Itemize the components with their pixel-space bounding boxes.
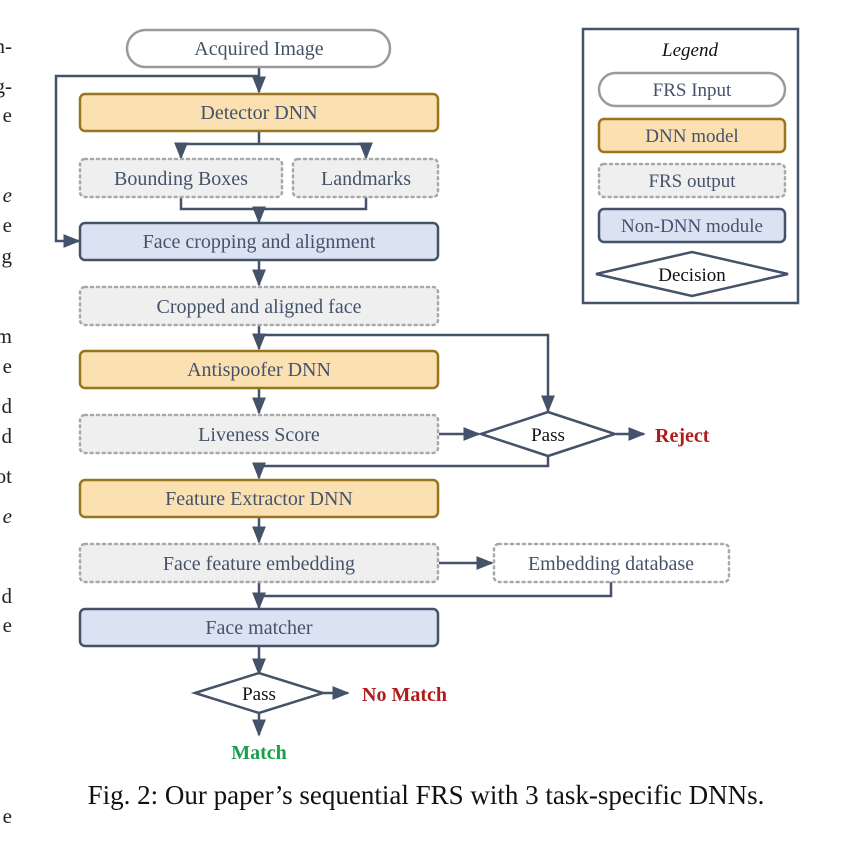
legend-frs-input: FRS Input	[597, 71, 787, 108]
bounding-boxes-label: Bounding Boxes	[114, 168, 248, 190]
left-text-fragment: e	[2, 504, 12, 528]
face-matcher-label: Face matcher	[205, 617, 312, 639]
node-liveness-score: Liveness Score	[78, 413, 440, 455]
legend-title: Legend	[661, 40, 718, 61]
node-face-cropping: Face cropping and alignment	[78, 221, 440, 262]
legend-frs-input-label: FRS Input	[653, 80, 732, 101]
left-text-fragment: e	[2, 183, 12, 207]
node-bounding-boxes: Bounding Boxes	[78, 157, 284, 199]
edge-outputs-merge	[179, 197, 368, 222]
left-text-fragment: e	[2, 804, 12, 828]
legend: Legend FRS Input DNN model FRS output No…	[581, 27, 800, 305]
left-text-fragment: d	[1, 584, 13, 608]
left-text-fragment: n-	[0, 34, 12, 58]
legend-decision-label: Decision	[658, 265, 726, 286]
left-text-fragment: m	[0, 324, 12, 348]
pass-2-label: Pass	[242, 684, 276, 705]
edge-database-to-face-matcher	[259, 582, 613, 598]
node-landmarks: Landmarks	[291, 157, 440, 199]
feature-extractor-dnn-label: Feature Extractor DNN	[165, 488, 353, 510]
legend-frs-output-label: FRS output	[648, 171, 736, 192]
figure-caption: Fig. 2: Our paper’s sequential FRS with …	[87, 780, 765, 810]
embedding-database-label: Embedding database	[528, 553, 694, 575]
node-antispoofer-dnn: Antispoofer DNN	[78, 349, 440, 390]
landmarks-label: Landmarks	[321, 168, 411, 190]
connector-lines	[54, 67, 646, 737]
edge-loop-to-face-cropping	[54, 74, 259, 248]
left-text-fragment: g-	[0, 74, 12, 98]
left-text-fragment: d	[1, 424, 13, 448]
node-detector-dnn: Detector DNN	[78, 92, 440, 133]
node-acquired-image: Acquired Image	[125, 28, 392, 69]
no-match-label: No Match	[362, 684, 447, 706]
liveness-score-label: Liveness Score	[198, 424, 320, 446]
edge-pass-1-to-feature-extractor	[252, 456, 550, 480]
decision-pass-antispoof: Pass	[476, 410, 620, 458]
legend-dnn-model: DNN model	[597, 117, 787, 154]
left-text-fragment: e	[2, 103, 12, 127]
acquired-image-label: Acquired Image	[194, 38, 324, 60]
legend-non-dnn-module-label: Non-DNN module	[621, 216, 763, 237]
node-face-matcher: Face matcher	[78, 607, 440, 648]
node-face-feature-embedding: Face feature embedding	[78, 542, 440, 584]
legend-frs-output: FRS output	[597, 162, 787, 199]
edge-detector-split	[181, 132, 366, 146]
decision-pass-match: Pass	[190, 671, 328, 715]
edge-cropped-to-pass-1	[259, 333, 555, 413]
node-embedding-database: Embedding database	[492, 542, 731, 584]
reject-label: Reject	[655, 425, 710, 447]
left-text-fragment: g	[1, 244, 13, 268]
antispoofer-dnn-label: Antispoofer DNN	[187, 359, 331, 381]
left-text-fragment: e	[2, 354, 12, 378]
legend-decision: Decision	[595, 250, 789, 298]
node-cropped-face: Cropped and aligned face	[78, 285, 440, 327]
left-text-fragment: e	[2, 613, 12, 637]
legend-dnn-model-label: DNN model	[645, 126, 738, 147]
face-feature-embedding-label: Face feature embedding	[163, 553, 355, 575]
node-feature-extractor-dnn: Feature Extractor DNN	[78, 478, 440, 519]
left-text-fragment: ot	[0, 464, 12, 488]
detector-dnn-label: Detector DNN	[200, 102, 317, 124]
match-label: Match	[231, 742, 287, 764]
cropped-face-label: Cropped and aligned face	[157, 296, 362, 318]
face-cropping-label: Face cropping and alignment	[143, 231, 376, 253]
legend-non-dnn-module: Non-DNN module	[597, 207, 787, 244]
pass-1-label: Pass	[531, 425, 565, 446]
left-text-fragment: d	[1, 394, 13, 418]
left-text-fragment: e	[2, 213, 12, 237]
